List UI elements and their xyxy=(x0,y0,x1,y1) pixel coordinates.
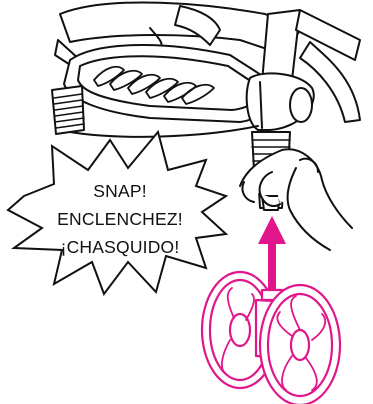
callout-line-french: ENCLENCHEZ! xyxy=(30,205,210,233)
snap-callout-text: SNAP! ENCLENCHEZ! ¡CHASQUIDO! xyxy=(30,177,210,261)
callout-line-spanish: ¡CHASQUIDO! xyxy=(30,233,210,261)
callout-line-english: SNAP! xyxy=(30,177,210,205)
stroller-front-wheel xyxy=(202,272,340,404)
hand-illustration xyxy=(240,149,352,250)
